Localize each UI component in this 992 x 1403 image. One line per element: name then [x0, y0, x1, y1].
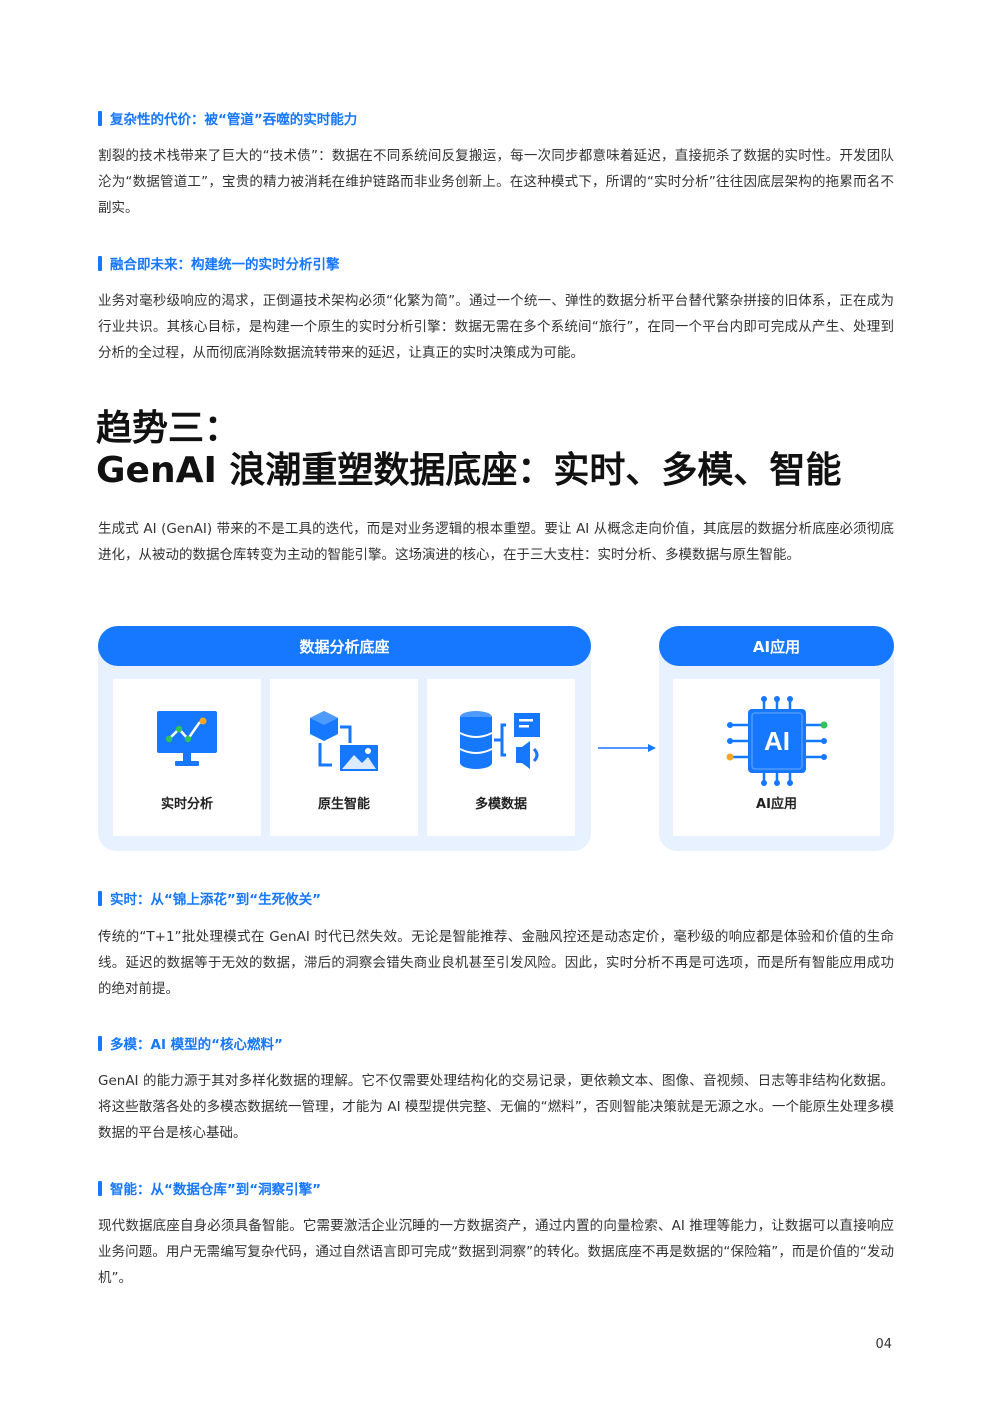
page-number: 04 — [875, 1337, 892, 1352]
section-heading: 复杂性的代价：被“管道”吞噬的实时能力 — [98, 108, 357, 128]
card-label: AI应用 — [756, 797, 797, 812]
arrow-right-icon — [598, 744, 656, 752]
paragraph: 业务对毫秒级响应的渴求，正倒逼技术架构必须“化繁为简”。通过一个统一、弹性的数据… — [98, 293, 894, 361]
heading-marker — [98, 890, 102, 906]
heading-text: 融合即未来：构建统一的实时分析引擎 — [110, 257, 340, 273]
database-media-icon — [459, 711, 540, 769]
section-heading: 智能：从“数据仓库”到“洞察引擎” — [98, 1178, 321, 1198]
card-native-intelligence: 原生智能 — [270, 679, 418, 836]
card-multimodal-data: 多模数据 — [427, 679, 575, 836]
heading-marker — [98, 255, 102, 271]
intro-paragraph: 生成式 AI (GenAI) 带来的不是工具的迭代，而是对业务逻辑的根本重塑。要… — [98, 521, 894, 563]
paragraph: 现代数据底座自身必须具备智能。它需要激活企业沉睡的一方数据资产，通过内置的向量检… — [98, 1218, 894, 1286]
heading-marker — [98, 1180, 102, 1196]
card-realtime-analysis: 实时分析 — [113, 679, 261, 836]
chapter-title-line2: GenAI 浪潮重塑数据底座：实时、多模、智能 — [96, 450, 842, 491]
heading-text: 复杂性的代价：被“管道”吞噬的实时能力 — [110, 112, 358, 128]
ai-chip-icon: AI — [726, 696, 827, 786]
heading-marker — [98, 1035, 102, 1051]
cube-image-icon — [310, 711, 378, 771]
chapter-title: 趋势三： GenAI 浪潮重塑数据底座：实时、多模、智能 — [96, 408, 896, 492]
card-label: 原生智能 — [317, 797, 370, 812]
heading-marker — [98, 110, 102, 126]
paragraph: 传统的“T+1”批处理模式在 GenAI 时代已然失效。无论是智能推荐、金融风控… — [98, 929, 894, 997]
data-foundation-title: 数据分析底座 — [98, 626, 591, 666]
heading-text: 多模：AI 模型的“核心燃料” — [110, 1037, 283, 1053]
monitor-chart-icon — [157, 711, 217, 766]
ai-application-title: AI应用 — [659, 626, 894, 666]
card-label: 实时分析 — [160, 797, 213, 812]
chapter-title-line1: 趋势三： — [96, 408, 241, 449]
section-heading: 融合即未来：构建统一的实时分析引擎 — [98, 253, 340, 273]
section-heading: 多模：AI 模型的“核心燃料” — [98, 1033, 283, 1053]
chip-text: AI — [764, 726, 790, 756]
heading-text: 实时：从“锦上添花”到“生死攸关” — [110, 892, 321, 908]
card-ai-application: AI AI应用 — [673, 679, 880, 836]
heading-text: 智能：从“数据仓库”到“洞察引擎” — [110, 1182, 321, 1198]
section-heading: 实时：从“锦上添花”到“生死攸关” — [98, 888, 321, 908]
paragraph: GenAI 的能力源于其对多样化数据的理解。它不仅需要处理结构化的交易记录，更依… — [98, 1073, 894, 1141]
data-foundation-panel: 数据分析底座 实时分析 — [98, 626, 591, 851]
paragraph: 割裂的技术栈带来了巨大的“技术债”：数据在不同系统间反复搬运，每一次同步都意味着… — [98, 148, 894, 216]
ai-application-panel: AI应用 — [659, 626, 894, 851]
card-label: 多模数据 — [474, 797, 527, 812]
